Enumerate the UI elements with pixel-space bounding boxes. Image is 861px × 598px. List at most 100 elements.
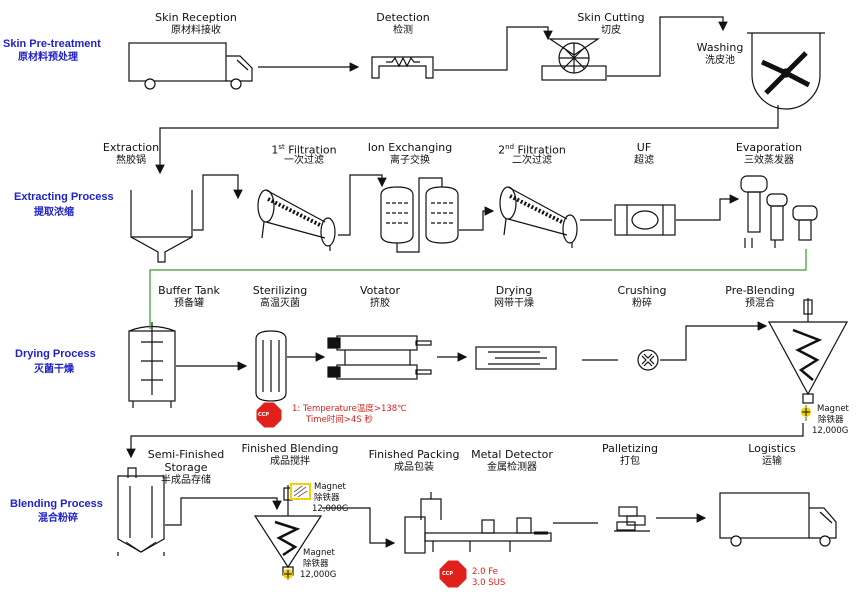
stage-label-extracting: Extracting Process — [14, 191, 114, 203]
arrow-blending-packing — [322, 507, 396, 548]
arrow-filtration1-ion — [338, 174, 387, 236]
label-pre-blending-cn: 预混合 — [745, 298, 775, 309]
crusher-icon — [637, 349, 659, 371]
arrow-washing-extraction — [155, 105, 779, 175]
label-uf: UF — [636, 141, 652, 154]
label-uf-cn: 超滤 — [634, 155, 654, 166]
stage-label-blending-cn: 混合粉碎 — [38, 513, 78, 524]
label-sterilizing: Sterilizing — [252, 284, 308, 297]
label-detection: Detection — [376, 11, 430, 24]
label-washing: Washing — [696, 41, 744, 54]
cutter-icon — [541, 38, 607, 81]
detector-icon — [371, 56, 434, 79]
label-filtration-1: 1st Filtration — [271, 143, 337, 157]
label-finished-blending-cn: 成品搅拌 — [270, 456, 310, 467]
magnet-fb-top-cn: 除铁器 — [314, 493, 340, 503]
pre-blender-icon — [767, 298, 849, 404]
arrow-cutting-washing — [607, 16, 728, 77]
arrow-extraction-filtration1 — [193, 174, 243, 231]
logistics-truck-icon — [719, 492, 837, 547]
label-metal-detector-cn: 金属检测器 — [487, 462, 537, 473]
metal-ccp-line2: 3.0 SUS — [472, 578, 506, 588]
stage-label-blending: Blending Process — [10, 498, 103, 510]
arrow-preblend-storage — [126, 423, 804, 459]
arrow-storage-blending — [165, 497, 282, 526]
ion-exchange-icon — [380, 177, 459, 253]
label-crushing-cn: 粉碎 — [632, 298, 652, 309]
sterilizing-ccp-line2: Time时间>4S 秒 — [306, 415, 373, 425]
label-skin-reception: Skin Reception — [155, 11, 237, 24]
label-filtration-1-cn: 一次过滤 — [284, 155, 324, 166]
magnet-grid-icon — [290, 483, 311, 500]
label-palletizing: Palletizing — [602, 442, 658, 455]
stage-label-drying: Drying Process — [15, 348, 96, 360]
label-skin-reception-cn: 原材料接收 — [171, 25, 221, 36]
stage-label-extracting-cn: 提取浓缩 — [34, 207, 74, 218]
ccp-sign-sterilizing-text: CCP — [258, 412, 270, 418]
label-crushing: Crushing — [617, 284, 667, 297]
label-extraction-cn: 熬胶锅 — [116, 155, 146, 166]
silo-icon — [117, 467, 165, 556]
label-extraction: Extraction — [102, 141, 160, 154]
label-buffer-tank-cn: 预备罐 — [174, 298, 204, 309]
magnet-fb-top-en: Magnet — [314, 482, 346, 492]
label-finished-packing: Finished Packing — [368, 448, 460, 461]
label-evaporation-cn: 三效蒸发器 — [744, 155, 794, 166]
label-ion-exchanging: Ion Exchanging — [367, 141, 453, 154]
washing-tank-icon — [747, 32, 825, 110]
ccp-sign-sterilizing-icon — [255, 401, 283, 429]
filter-press-1-icon — [257, 189, 336, 251]
label-logistics: Logistics — [748, 442, 796, 455]
label-evaporation: Evaporation — [735, 141, 803, 154]
label-washing-cn: 洗皮池 — [705, 55, 735, 66]
arrow-ion-filtration2 — [459, 206, 495, 231]
magnet-fb-bottom-value: 12,000G — [300, 570, 337, 580]
ccp-sign-metal-icon — [438, 559, 468, 589]
truck-icon — [128, 42, 253, 90]
stage-label-drying-cn: 灭菌干燥 — [34, 364, 74, 375]
label-semi-finished: Semi-Finished — [147, 448, 225, 461]
label-drying: Drying — [495, 284, 533, 297]
votator-icon — [327, 335, 432, 380]
uf-icon — [614, 204, 676, 236]
filter-press-2-icon — [499, 186, 578, 248]
label-logistics-cn: 运输 — [762, 456, 782, 467]
ccp-sign-metal-text: CCP — [442, 571, 454, 577]
label-filtration-2: 2nd Filtration — [498, 143, 566, 157]
label-semi-finished-cn: 半成品存储 — [161, 475, 211, 486]
dryer-icon — [475, 346, 557, 370]
pallet-icon — [614, 506, 650, 532]
label-detection-cn: 检测 — [393, 25, 413, 36]
extraction-tank-icon — [130, 190, 193, 263]
label-buffer-tank: Buffer Tank — [158, 284, 220, 297]
arrow-uf-evaporation — [676, 194, 740, 221]
label-ion-exchanging-cn: 离子交换 — [390, 155, 430, 166]
label-filtration-2-cn: 二次过滤 — [512, 155, 552, 166]
label-votator: Votator — [359, 284, 401, 297]
evaporator-icon — [740, 175, 818, 248]
buffer-tank-icon — [128, 322, 176, 408]
arrow-detection-cutting — [434, 26, 553, 71]
arrow-crushing-preblend — [660, 321, 768, 361]
label-drying-cn: 网带干燥 — [494, 298, 534, 309]
metal-ccp-line1: 2.0 Fe — [472, 567, 498, 577]
label-pre-blending: Pre-Blending — [725, 284, 795, 297]
magnet-icon-preblend — [801, 407, 811, 417]
label-palletizing-cn: 打包 — [620, 456, 640, 467]
stage-label-skin-pretreatment-cn: 原材料预处理 — [18, 52, 78, 63]
sterilizing-ccp-line1: 1: Temperature温度>138℃ — [292, 404, 407, 414]
magnet-icon-blending — [283, 569, 293, 579]
label-skin-cutting: Skin Cutting — [577, 11, 645, 24]
magnet-fb-top-value: 12,000G — [312, 504, 349, 514]
green-line-evaporation-buffer — [149, 249, 807, 329]
magnet-preblend-value: 12,000G — [812, 426, 849, 436]
magnet-preblend-cn: 除铁器 — [818, 415, 844, 425]
sterilizer-icon — [255, 330, 287, 402]
packing-line-icon — [404, 492, 552, 554]
label-metal-detector: Metal Detector — [471, 448, 553, 461]
magnet-fb-bottom-cn: 除铁器 — [303, 559, 329, 569]
label-votator-cn: 挤胶 — [370, 298, 390, 309]
stage-label-skin-pretreatment: Skin Pre-treatment — [3, 38, 101, 50]
